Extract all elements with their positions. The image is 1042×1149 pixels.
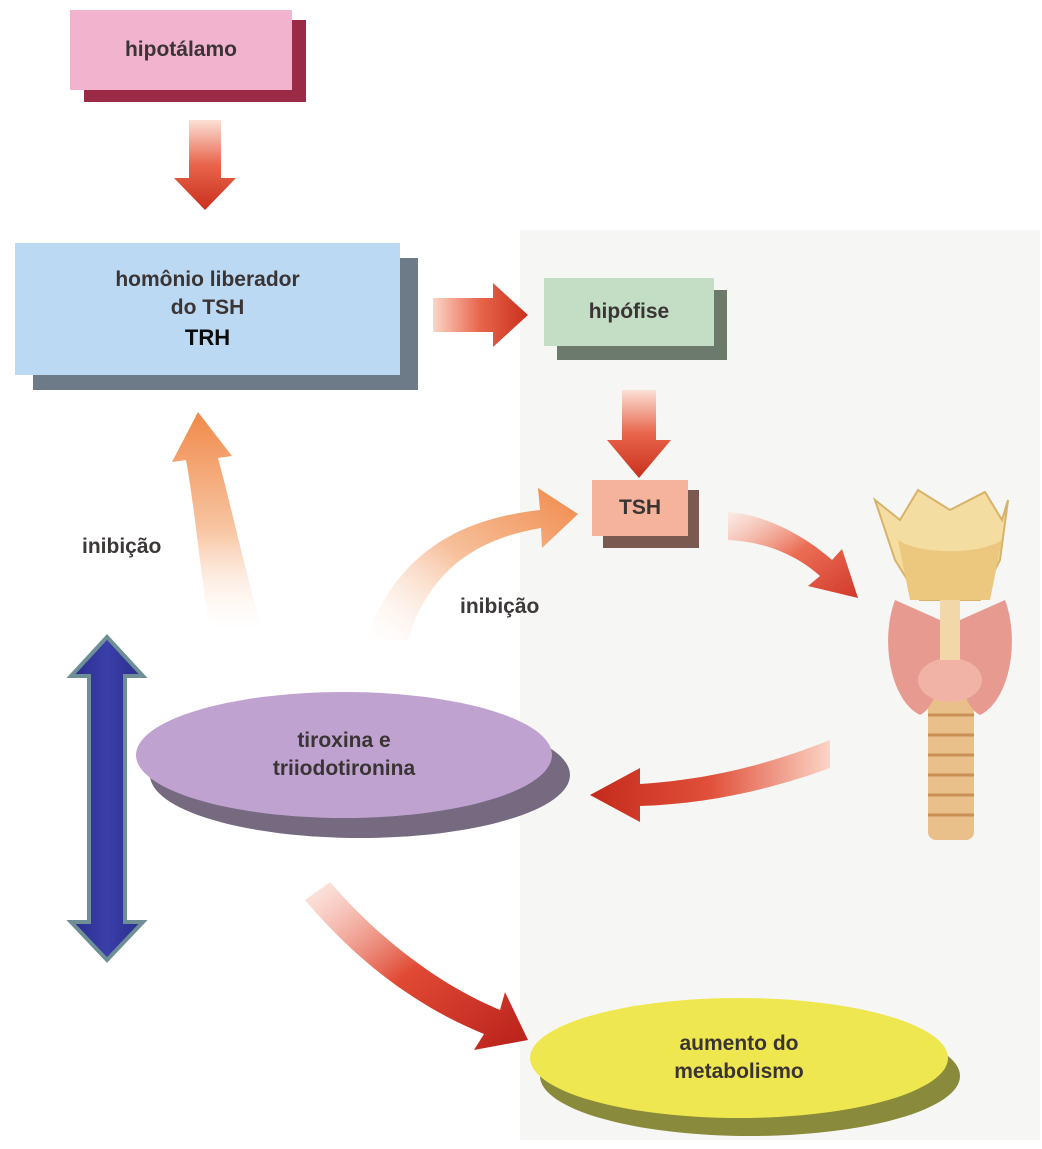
inibicao-left-label: inibição: [82, 535, 162, 558]
inibicao-center-label: inibição: [460, 595, 540, 618]
hipotalamo-label: hipotálamo: [124, 37, 237, 61]
hormonio-label-line1: homônio liberador: [115, 267, 300, 291]
arrow-hipofise-to-tsh: [607, 390, 671, 478]
arrow-inhibition-to-hormonio: [172, 412, 262, 630]
arrow-thyroid-to-tiroxina: [590, 740, 830, 822]
thyroid-gland-illustration-icon: [872, 488, 1012, 840]
metabolismo-label-line1: aumento do: [679, 1031, 799, 1055]
arrow-inhibition-to-tsh: [365, 488, 578, 640]
hipofise-box: hipófise: [544, 278, 714, 346]
metabolismo-label-line2: metabolismo: [674, 1060, 804, 1083]
arrow-tiroxina-to-metabolismo: [305, 882, 528, 1050]
hormonio-label-line2: do TSH: [170, 296, 245, 320]
trh-label: TRH: [184, 324, 231, 350]
arrow-hormonio-to-hipofise: [433, 283, 528, 347]
hipotalamo-box: hipotálamo: [70, 10, 292, 90]
tiroxina-label-line1: tiroxina e: [297, 728, 391, 752]
arrow-hipotalamo-to-hormonio: [174, 120, 236, 210]
hormonio-box: homônio liberador do TSH TRH: [15, 243, 400, 375]
tsh-label: TSH: [619, 495, 661, 519]
tiroxina-ellipse: tiroxina e triiodotironina: [136, 692, 552, 818]
tsh-box: TSH: [592, 480, 688, 536]
hipofise-label: hipófise: [588, 299, 670, 323]
metabolismo-ellipse: aumento do metabolismo: [530, 998, 948, 1118]
arrow-tsh-to-thyroid: [728, 512, 858, 598]
double-headed-vertical-arrow-icon: [66, 634, 148, 963]
tiroxina-label-line2: triiodotironina: [272, 757, 416, 780]
